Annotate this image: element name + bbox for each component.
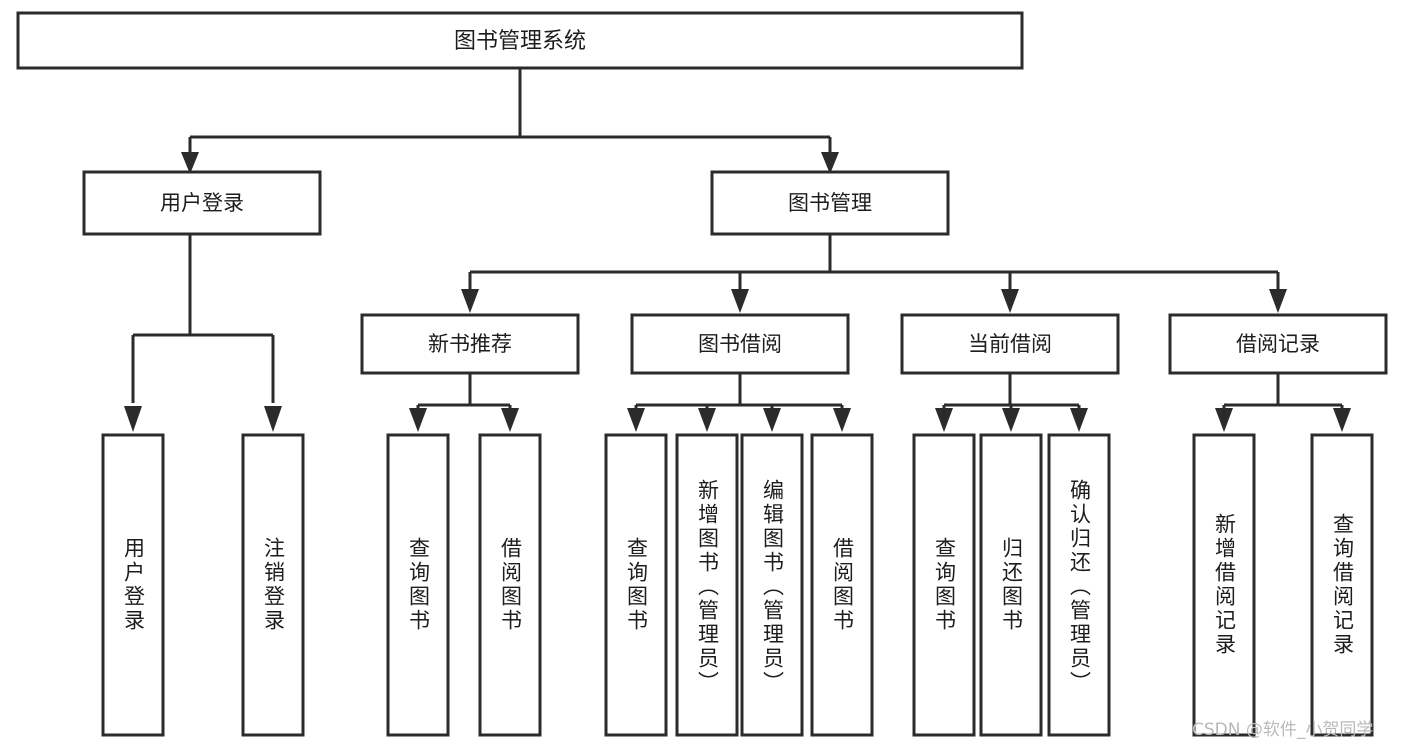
node-new-book-rec[interactable]: 新书推荐 [360,313,580,375]
node-book-mgmt-label: 图书管理 [788,191,872,215]
node-leaf-query-book-3-box[interactable] [912,433,976,737]
node-book-borrow-box[interactable] [630,313,850,375]
node-borrow-record[interactable]: 借阅记录 [1168,313,1388,375]
node-book-mgmt[interactable]: 图书管理 [710,170,950,236]
arrow-head-leaf-query-book-2 [627,408,645,432]
node-current-borrow[interactable]: 当前借阅 [900,313,1120,375]
node-leaf-add-book-box[interactable] [675,433,739,737]
node-borrow-record-box[interactable] [1168,313,1388,375]
edge-user-login-to-leaves [131,234,275,403]
arrow-head-leaf-borrow-book-1 [501,408,519,432]
node-leaf-borrow-book-2-box[interactable] [810,433,874,737]
arrow-head-new-book-rec [461,289,479,313]
arrow-head-book-borrow [731,289,749,313]
edge-book-borrow-to-leaves [634,373,844,412]
arrow-head-leaf-query-record [1333,408,1351,432]
node-leaf-borrow-book-1-box[interactable] [478,433,542,737]
node-root-box[interactable] [16,11,1024,70]
arrow-head-leaf-confirm-return [1070,408,1088,432]
node-borrow-record-label: 借阅记录 [1236,332,1320,356]
edge-new-book-rec-to-leaves [416,373,512,412]
node-leaf-user-logout-box[interactable] [241,433,305,737]
arrow-head-leaf-add-record [1215,408,1233,432]
node-user-login-box[interactable] [82,170,322,236]
arrow-head-current-borrow [1001,289,1019,313]
arrow-head-user-login [181,152,199,174]
arrow-head-leaf-user-logout [264,406,282,432]
edge-borrow-record-to-leaves [1222,373,1344,412]
node-current-borrow-box[interactable] [900,313,1120,375]
node-new-book-rec-box[interactable] [360,313,580,375]
node-new-book-rec-label: 新书推荐 [428,332,512,356]
node-leaf-add-record-box[interactable] [1192,433,1256,737]
node-root-label: 图书管理系统 [454,29,586,54]
node-leaf-query-book-1-box[interactable] [386,433,450,737]
node-leaf-user-login-box[interactable] [101,433,165,737]
arrow-head-leaf-edit-book [763,408,781,432]
node-leaf-confirm-return-box[interactable] [1047,433,1111,737]
node-user-login-label: 用户登录 [160,191,244,215]
arrow-head-leaf-add-book [698,408,716,432]
arrow-head-borrow-record [1269,289,1287,313]
arrow-head-leaf-borrow-book-2 [833,408,851,432]
node-current-borrow-label: 当前借阅 [968,332,1052,356]
node-book-borrow-label: 图书借阅 [698,332,782,356]
edge-book-mgmt-to-level3 [468,233,1280,290]
arrow-head-leaf-query-book-1 [409,408,427,432]
arrow-head-book-mgmt [821,152,839,174]
arrow-head-leaf-return-book [1002,408,1020,432]
node-leaf-return-book-box[interactable] [979,433,1043,737]
csdn-watermark: CSDN @软件_小贺同学 [1192,720,1374,740]
arrow-head-leaf-user-login [124,406,142,432]
node-book-mgmt-box[interactable] [710,170,950,236]
edge-root-to-level2 [188,68,832,160]
node-book-borrow[interactable]: 图书借阅 [630,313,850,375]
node-root[interactable]: 图书管理系统 [16,11,1024,70]
connector-layer [124,68,1351,432]
arrow-head-leaf-query-book-3 [935,408,953,432]
edge-current-borrow-to-leaves [942,373,1081,412]
node-leaf-edit-book-box[interactable] [740,433,804,737]
node-user-login[interactable]: 用户登录 [82,170,322,236]
node-leaf-query-book-2-box[interactable] [604,433,668,737]
node-leaf-query-record-box[interactable] [1310,433,1374,737]
